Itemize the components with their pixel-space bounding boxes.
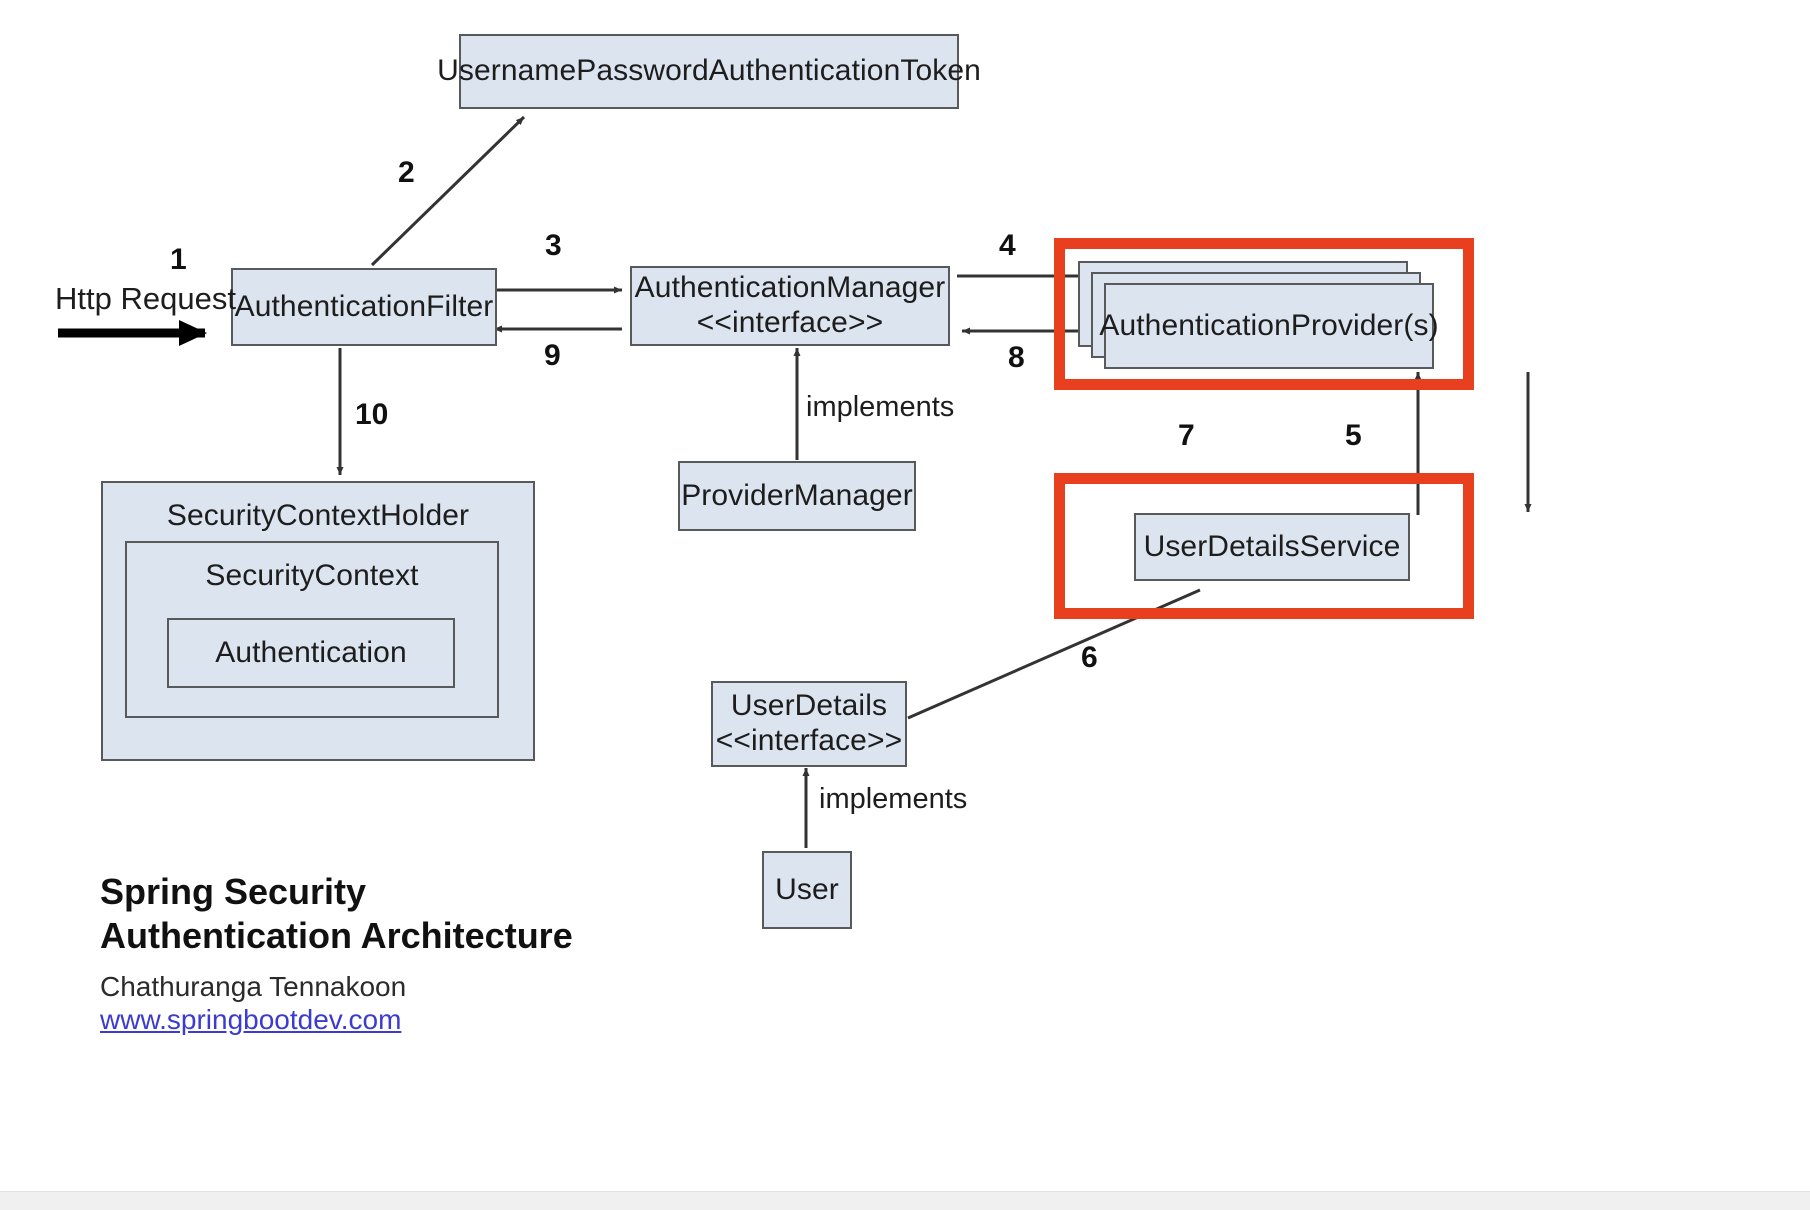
node-label: AuthenticationFilter: [234, 289, 494, 323]
node-authentication-provider[interactable]: AuthenticationProvider(s): [1099, 283, 1439, 369]
node-label: SecurityContextHolder: [166, 499, 470, 532]
footer-bar: [0, 1191, 1810, 1210]
node-label: UserDetailsService: [1143, 529, 1401, 563]
step-number-10: 10: [355, 398, 389, 431]
step-number-4: 4: [999, 229, 1016, 262]
node-authentication[interactable]: Authentication: [167, 618, 455, 688]
node-user-details-service[interactable]: UserDetailsService: [1134, 513, 1410, 581]
node-authentication-filter[interactable]: AuthenticationFilter: [231, 268, 497, 346]
node-username-password-authentication-token[interactable]: UsernamePasswordAuthenticationToken: [437, 34, 981, 109]
step-number-6: 6: [1081, 641, 1098, 674]
http-request-label: Http Request: [55, 281, 236, 316]
step-number-7: 7: [1178, 419, 1195, 452]
node-label: AuthenticationManager <<interface>>: [634, 271, 946, 339]
node-authentication-manager[interactable]: AuthenticationManager <<interface>>: [630, 266, 950, 346]
arrow-step-2: [370, 115, 526, 267]
arrow-step-6: [907, 588, 1201, 720]
node-user-details[interactable]: UserDetails <<interface>>: [711, 681, 907, 767]
node-user[interactable]: User: [762, 851, 852, 929]
step-number-3: 3: [545, 229, 562, 262]
page-title: Spring Security Authentication Architect…: [100, 871, 573, 956]
caption-author: Chathuranga Tennakoon: [100, 971, 407, 1002]
node-label: UsernamePasswordAuthenticationToken: [437, 54, 981, 88]
node-label: UserDetails <<interface>>: [715, 689, 903, 757]
caption-website-link[interactable]: www.springbootdev.com: [100, 1004, 402, 1035]
node-label: Authentication: [215, 635, 407, 669]
step-number-8: 8: [1008, 341, 1025, 374]
step-number-2: 2: [398, 156, 415, 189]
step-number-5: 5: [1345, 419, 1362, 452]
node-label: ProviderManager: [681, 478, 913, 512]
step-number-9: 9: [544, 339, 561, 372]
node-label: User: [775, 872, 839, 906]
step-number-1: 1: [170, 243, 187, 276]
relation-label-implements-provider-manager: implements: [806, 391, 955, 423]
node-label: SecurityContext: [205, 559, 419, 592]
node-label: AuthenticationProvider(s): [1099, 308, 1439, 342]
node-provider-manager[interactable]: ProviderManager: [678, 461, 916, 531]
relation-label-implements-user: implements: [819, 783, 968, 815]
